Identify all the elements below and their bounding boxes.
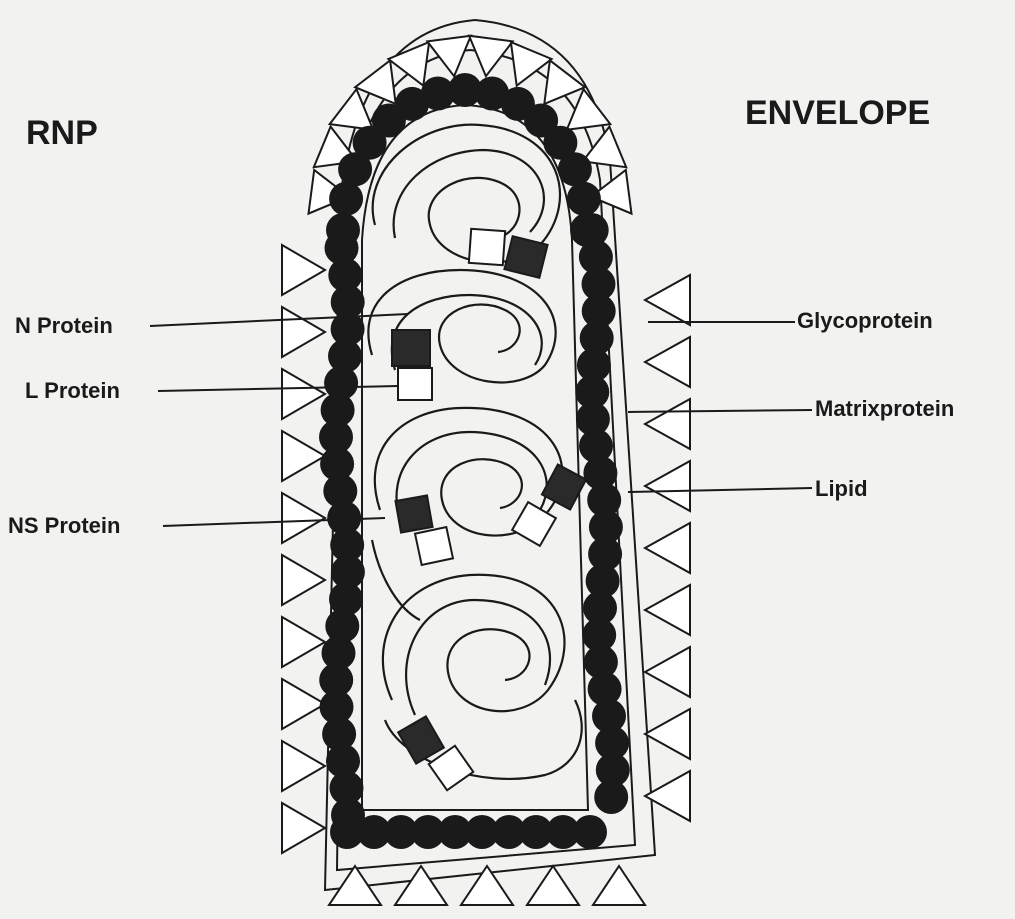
glycoprotein-spike [527,866,579,905]
glycoprotein-spike [282,493,325,543]
glycoprotein-spike [645,585,690,635]
leader-lines [150,314,812,526]
matrix-protein-bead [567,182,601,216]
glycoprotein-spike [427,36,471,76]
ns-protein-square [392,330,430,366]
glycoprotein-spike [282,617,325,667]
n-protein-label: N Protein [15,315,113,337]
glycoprotein-spike [282,741,325,791]
l-protein-square [469,229,505,265]
glycoprotein-spike [593,866,645,905]
glycoprotein-spike [645,709,690,759]
glycoprotein-spike [567,89,611,130]
glycoprotein-spike [330,89,374,130]
l-protein-square [415,527,453,565]
glycoprotein-spike [282,555,325,605]
rnp-coils [368,125,581,779]
glycoprotein-spike [282,803,325,853]
matrixprotein-leader [628,410,812,412]
matrixprotein-label: Matrixprotein [815,398,954,420]
l-protein-label: L Protein [25,380,120,402]
glycoprotein-spike [282,245,325,295]
glycoprotein-spike [282,369,325,419]
matrix-protein-bead [329,182,363,216]
glycoprotein-spike [282,431,325,481]
rnp-coil-1-inner [394,150,544,238]
rnp-coil-4 [383,575,565,711]
glycoprotein-spike [645,647,690,697]
ns-protein-label: NS Protein [8,515,120,537]
glycoprotein-spike [282,679,325,729]
ns-protein-square [504,236,547,278]
glycoprotein-spike [645,275,690,325]
rnp-heading: RNP [26,116,98,150]
glycoprotein-spike [282,307,325,357]
glycoprotein-spike [645,461,690,511]
glycoprotein-spike [645,399,690,449]
ns-protein-square [395,495,432,532]
matrix-protein-bead [330,815,364,849]
envelope-heading: ENVELOPE [745,96,930,130]
protein-squares [392,229,586,790]
matrix-protein-bead [326,213,360,247]
glycoprotein-spike [511,42,552,86]
glycoprotein-spike [645,337,690,387]
glycoprotein-spike [395,866,447,905]
matrix-protein-bead [594,780,628,814]
l-protein-square [398,368,432,400]
glycoprotein-label: Glycoprotein [797,310,933,332]
ns-protein-square [398,716,444,763]
glycoprotein-spike [388,42,429,86]
lipid-label: Lipid [815,478,868,500]
glycoprotein-spike [355,60,396,104]
glycoprotein-spike [544,60,585,104]
rnp-strand-link [372,540,420,620]
glycoprotein-spike [645,523,690,573]
matrix-protein-ring [319,73,630,849]
